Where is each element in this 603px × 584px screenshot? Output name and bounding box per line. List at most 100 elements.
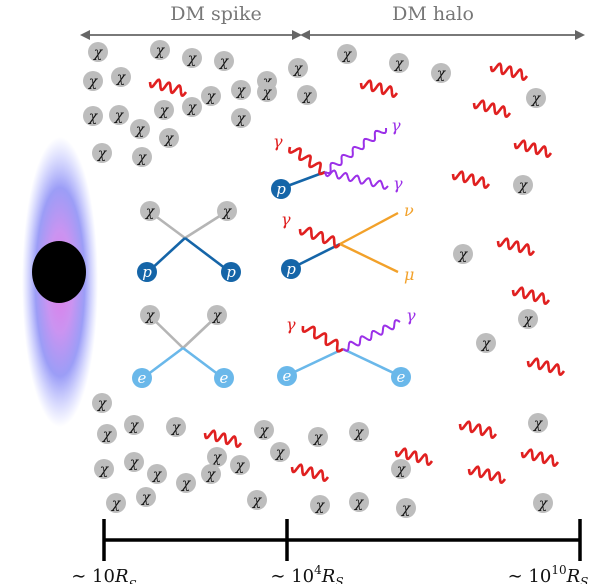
svg-text:p: p <box>142 263 152 281</box>
svg-text:χ: χ <box>219 54 230 70</box>
scale-label-10: ∼ 10RS <box>71 566 137 584</box>
svg-text:e: e <box>220 369 229 387</box>
svg-text:χ: χ <box>236 111 247 127</box>
background-photons <box>148 62 566 484</box>
photon-wiggle <box>290 463 330 482</box>
dm-particle: χ <box>124 415 144 435</box>
svg-text:χ: χ <box>145 308 156 324</box>
photon-wiggle <box>496 237 536 256</box>
dm-node: χ <box>207 305 227 325</box>
dm-particle: χ <box>231 80 251 100</box>
dm-particle: χ <box>207 447 227 467</box>
proton-node: p <box>271 179 291 199</box>
scale-label-10-10: ∼ 1010RS <box>508 563 589 584</box>
dm-particle: χ <box>247 490 267 510</box>
dm-particle: χ <box>337 44 357 64</box>
svg-text:χ: χ <box>222 204 233 220</box>
svg-text:χ: χ <box>129 418 140 434</box>
dm-particle: χ <box>136 487 156 507</box>
svg-text:χ: χ <box>135 122 146 138</box>
proton-line <box>291 242 341 270</box>
dm-particle: χ <box>83 71 103 91</box>
photon-out-label: γ <box>393 174 403 193</box>
dm-particle: χ <box>106 493 126 513</box>
svg-text:χ: χ <box>401 501 412 517</box>
svg-text:χ: χ <box>159 103 170 119</box>
dm-particle: χ <box>231 108 251 128</box>
svg-text:χ: χ <box>129 455 140 471</box>
photon-wiggle <box>451 170 491 189</box>
dm-particle: χ <box>201 86 221 106</box>
svg-text:χ: χ <box>187 100 198 116</box>
scale-label-10-4: ∼ 104RS <box>270 563 343 584</box>
electron-node: e <box>132 368 152 388</box>
dm-particle: χ <box>154 100 174 120</box>
proton-node: p <box>221 262 241 282</box>
svg-text:p: p <box>276 180 286 198</box>
photon-wave <box>301 325 344 353</box>
dm-particle: χ <box>453 244 473 264</box>
proton-photon-to-leptons <box>291 211 399 274</box>
dm-particle: χ <box>124 452 144 472</box>
dm-particle: χ <box>150 40 170 60</box>
dm-spike-label: DM spike <box>170 3 261 25</box>
svg-text:p: p <box>226 263 236 281</box>
region-arrows: DM spike DM halo <box>80 3 585 40</box>
svg-text:χ: χ <box>102 427 113 443</box>
dm-particle: χ <box>166 417 186 437</box>
svg-text:χ: χ <box>342 47 353 63</box>
svg-text:χ: χ <box>315 498 326 514</box>
svg-text:χ: χ <box>206 467 217 483</box>
dm-particle: χ <box>132 147 152 167</box>
svg-text:χ: χ <box>394 56 405 72</box>
dm-particle: χ <box>270 442 290 462</box>
photon-wiggle <box>520 448 560 467</box>
svg-text:χ: χ <box>262 85 273 101</box>
diagram-labels: γ γ γ γ ν μ γ γ <box>273 116 416 334</box>
dm-halo-label: DM halo <box>392 3 474 25</box>
svg-text:χ: χ <box>97 396 108 412</box>
svg-text:χ: χ <box>141 490 152 506</box>
svg-text:χ: χ <box>235 458 246 474</box>
muon-label: μ <box>404 265 414 284</box>
dm-particle: χ <box>431 63 451 83</box>
photon-wiggle <box>472 99 512 118</box>
dm-node: χ <box>140 201 160 221</box>
svg-text:χ: χ <box>111 496 122 512</box>
dm-particle: χ <box>349 422 369 442</box>
electron-node: e <box>214 368 234 388</box>
svg-text:χ: χ <box>152 467 163 483</box>
electron-photon-compton <box>287 319 401 378</box>
dm-particle: χ <box>389 53 409 73</box>
svg-text:χ: χ <box>236 83 247 99</box>
svg-text:χ: χ <box>212 450 223 466</box>
photon-label: γ <box>286 315 296 334</box>
photon-wave <box>324 169 389 190</box>
svg-text:χ: χ <box>354 425 365 441</box>
dm-particle: χ <box>109 105 129 125</box>
svg-text:χ: χ <box>518 178 529 194</box>
proton-line <box>184 236 231 274</box>
electron-line <box>287 347 344 377</box>
dm-particle: χ <box>94 459 114 479</box>
svg-text:χ: χ <box>114 108 125 124</box>
photon-wiggle <box>394 447 434 466</box>
dm-particle: χ <box>83 106 103 126</box>
dm-particle: χ <box>254 420 274 440</box>
svg-text:χ: χ <box>275 445 286 461</box>
black-hole <box>32 241 86 303</box>
svg-text:χ: χ <box>481 336 492 352</box>
svg-text:χ: χ <box>436 66 447 82</box>
svg-text:χ: χ <box>212 308 223 324</box>
dm-particle: χ <box>513 175 533 195</box>
dm-proton-scattering <box>147 210 231 274</box>
svg-text:χ: χ <box>531 91 542 107</box>
black-hole-group <box>22 137 98 427</box>
photon-wiggle <box>203 429 243 448</box>
svg-text:χ: χ <box>302 88 313 104</box>
neutrino-line <box>339 211 399 246</box>
svg-text:χ: χ <box>137 150 148 166</box>
dm-particle: χ <box>526 88 546 108</box>
dm-particle: χ <box>92 143 112 163</box>
svg-text:χ: χ <box>145 204 156 220</box>
